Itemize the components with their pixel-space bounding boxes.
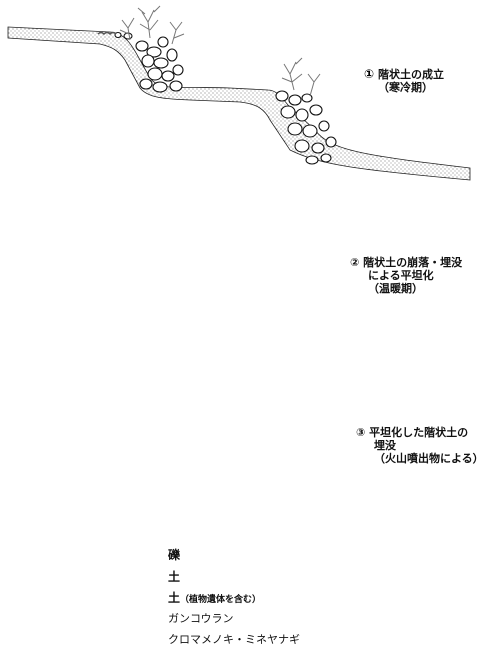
stage-1-title: 階状土の成立 [378, 68, 444, 81]
stage-1-number: ① [364, 67, 374, 81]
legend-crowberry-label: ガンコウラン [168, 610, 234, 626]
legend-gravel-label: 礫 [168, 546, 180, 563]
legend-organic-soil-label: 土（植物遺体を含む） [168, 589, 261, 606]
stage-3-number: ③ [356, 426, 365, 439]
stage-3-title: 平坦化した階状土の [369, 426, 468, 439]
stage-2-period: （温暖期） [350, 282, 462, 295]
stage-3-cause: （火山噴出物による） [356, 452, 482, 465]
stage-1-period: （寒冷期） [378, 81, 444, 94]
stage-2-label: ② 階状土の崩落・埋没 による平坦化 （温暖期） [350, 256, 462, 295]
stage-2-subtitle: による平坦化 [350, 269, 462, 282]
stage-1-ground [8, 27, 470, 180]
stage-2-number: ② [350, 256, 359, 269]
stage-3-subtitle: 埋没 [356, 439, 482, 452]
stage-2-title: 階状土の崩落・埋没 [363, 256, 462, 269]
legend-soil-label: 土 [168, 568, 180, 585]
legend-organic-soil-note: （植物遺体を含む） [180, 595, 261, 605]
legend-willow-label: クロマメノキ・ミネヤナギ [168, 631, 300, 647]
stage-3-label: ③ 平坦化した階状土の 埋没 （火山噴出物による） [356, 426, 482, 465]
stage-1-label: 階状土の成立 （寒冷期） [378, 68, 444, 94]
legend-organic-soil-main: 土 [168, 591, 180, 605]
